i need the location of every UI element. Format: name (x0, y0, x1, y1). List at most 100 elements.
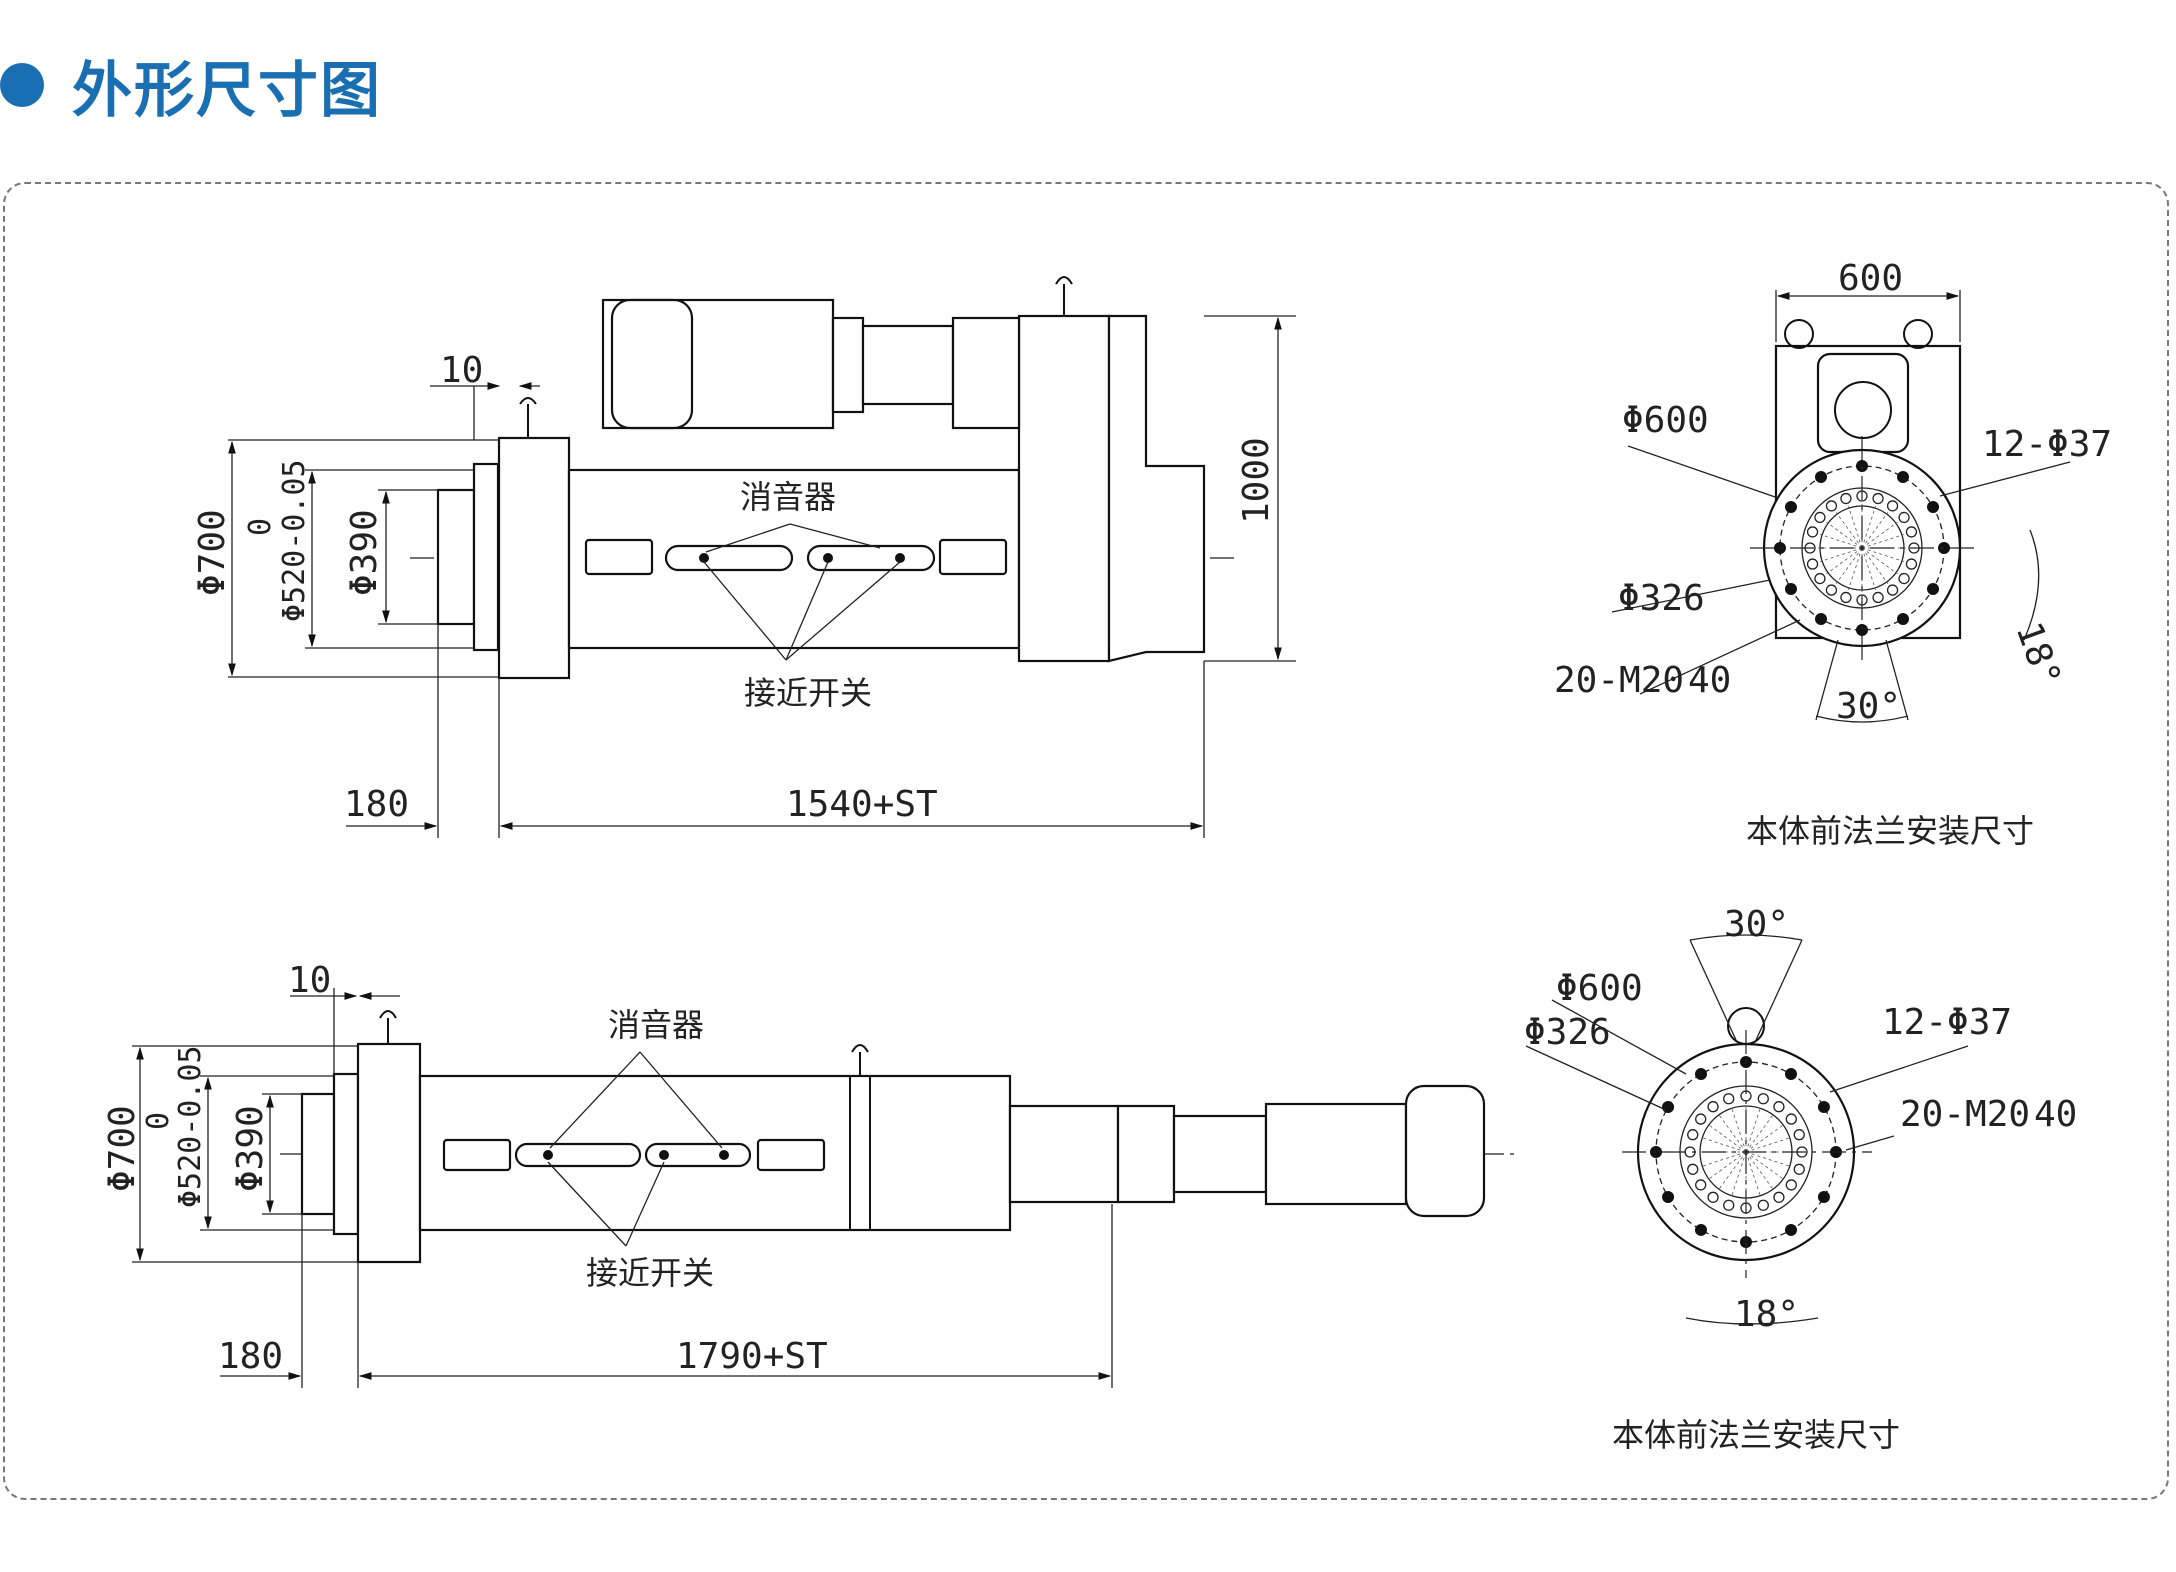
bottom-gearbox (1172, 1114, 1268, 1194)
flange-bolt-hole (1817, 1191, 1830, 1203)
flange-thread-hole (1707, 1101, 1719, 1113)
flange-bolt-hole (1784, 583, 1797, 595)
bottom-flange-caption: 本体前法兰安装尺寸 (1612, 1416, 1900, 1454)
top-dim-700: Φ700 (192, 509, 233, 596)
flange-thread-hole (1793, 1129, 1805, 1141)
top-flange-angle30: 30° (1836, 686, 1901, 727)
bottom-lifting-eye-icon (379, 1010, 397, 1044)
bottom-motor-body (1264, 1102, 1408, 1206)
bottom-dim-180: 180 (218, 1336, 283, 1377)
flange-thread-hole (1898, 572, 1910, 585)
top-muffler-label: 消音器 (740, 478, 836, 516)
top-lifting-eye-icon (519, 397, 537, 438)
top-motor-coupling (831, 316, 865, 414)
flange-thread-hole (1806, 558, 1819, 570)
top-adapter (951, 316, 1021, 430)
bullet-dot-icon (0, 63, 44, 107)
flange-thread-hole (1814, 511, 1826, 524)
bottom-rear-tube (1008, 1104, 1120, 1204)
top-motor-cap (610, 298, 694, 430)
bottom-rod-end (300, 1092, 336, 1216)
flange-bolt-hole (1927, 583, 1940, 595)
bottom-flange-thread-depth: 40 (2034, 1094, 2077, 1135)
bottom-flange-view: 30° Φ600 Φ326 12-Φ37 20-M20 40 18° 本体前法兰… (1524, 904, 2077, 1454)
flange-thread-hole (1872, 492, 1884, 505)
top-side-view: 10 Φ700 0 Φ520-0.05 Φ390 1000 180 1540+S… (192, 276, 1296, 838)
bottom-rod-collar (332, 1072, 360, 1236)
top-flange-caption: 本体前法兰安装尺寸 (1746, 812, 2034, 850)
top-flange-d326: Φ326 (1618, 578, 1705, 619)
top-gearbox (861, 324, 955, 406)
bottom-dim-10: 10 (288, 960, 331, 1001)
top-dim-520-upper: 0 (243, 518, 278, 536)
flange-thread-hole (1825, 584, 1838, 596)
flange-thread-hole (1687, 1129, 1699, 1141)
top-flange-eye-right-icon (1903, 319, 1933, 349)
flange-bolt-hole (1695, 1223, 1707, 1236)
flange-thread-hole (1723, 1093, 1735, 1105)
flange-thread-hole (1814, 572, 1826, 585)
section-title: 外形尺寸图 (72, 55, 382, 126)
bottom-dim-520-upper: 0 (141, 1112, 176, 1130)
section-header: 外形尺寸图 (0, 40, 382, 130)
flange-thread-hole (1825, 500, 1838, 512)
bottom-front-flange (356, 1042, 422, 1264)
top-prox-switch-label: 接近开关 (744, 674, 872, 712)
bottom-dim-520: Φ520-0.05 (173, 1045, 208, 1208)
flange-thread-hole (1793, 1163, 1805, 1175)
bottom-flange-angle30: 30° (1724, 904, 1789, 945)
top-dim-1540: 1540+ST (786, 784, 938, 825)
top-flange-eye-left-icon (1784, 319, 1814, 349)
flange-thread-hole (1757, 1093, 1769, 1105)
bottom-dim-700: Φ700 (102, 1105, 143, 1192)
top-dim-10: 10 (440, 350, 483, 391)
flange-thread-hole (1687, 1163, 1699, 1175)
flange-thread-hole (1806, 526, 1819, 538)
bottom-flange-angle18: 18° (1734, 1294, 1799, 1335)
flange-bolt-hole (1897, 470, 1909, 483)
flange-bolt-hole (1695, 1068, 1707, 1081)
flange-bolt-hole (1785, 1068, 1797, 1081)
bottom-prox-switch-label: 接近开关 (586, 1254, 714, 1292)
flange-bolt-hole (1785, 1223, 1797, 1236)
flange-thread-hole (1695, 1113, 1707, 1125)
top-flange-view: 600 Φ600 12-Φ37 Φ326 20-M20 40 30° 18° 本… (1554, 258, 2112, 850)
bottom-flange-d326: Φ326 (1524, 1012, 1611, 1053)
top-flange-holes: 12-Φ37 (1982, 424, 2112, 465)
bottom-side-view: 10 Φ700 0 Φ520-0.05 Φ390 180 1790+ST 消音器… (102, 960, 1520, 1388)
bottom-flange-threads: 20-M20 (1900, 1094, 2030, 1135)
bottom-slot-3 (644, 1142, 752, 1168)
flange-thread-hole (1905, 526, 1918, 538)
bottom-mid-lifting-eye-icon (851, 1044, 869, 1076)
flange-thread-hole (1840, 591, 1852, 604)
top-dim-520: Φ520-0.05 (277, 459, 312, 622)
flange-thread-hole (1886, 500, 1899, 512)
bottom-flange-holes: 12-Φ37 (1882, 1002, 2012, 1043)
flange-thread-hole (1773, 1101, 1785, 1113)
bottom-coupling (1116, 1104, 1176, 1204)
top-dim-1000: 1000 (1236, 437, 1277, 524)
flange-thread-hole (1773, 1191, 1785, 1203)
flange-bolt-hole (1784, 501, 1797, 513)
flange-thread-hole (1695, 1179, 1707, 1191)
flange-thread-hole (1898, 511, 1910, 524)
top-flange-thread-depth: 40 (1688, 660, 1731, 701)
top-front-flange (497, 436, 571, 680)
bottom-muffler-label: 消音器 (608, 1006, 704, 1044)
top-rear-block (1017, 314, 1111, 663)
flange-thread-hole (1905, 558, 1918, 570)
bottom-slot-1 (442, 1138, 512, 1172)
top-slot-2 (664, 544, 794, 572)
drawing-frame (3, 182, 2169, 1500)
top-flange-d600: Φ600 (1622, 400, 1709, 441)
top-slot-4 (938, 538, 1008, 576)
flange-thread-hole (1840, 492, 1852, 505)
top-slot-1 (584, 538, 654, 576)
flange-bolt-hole (1927, 501, 1940, 513)
top-rod-end (436, 488, 476, 626)
flange-bolt-hole (1817, 1101, 1830, 1113)
flange-bolt-hole (1897, 613, 1909, 626)
top-rear-housing (1107, 314, 1206, 663)
flange-thread-hole (1707, 1191, 1719, 1203)
